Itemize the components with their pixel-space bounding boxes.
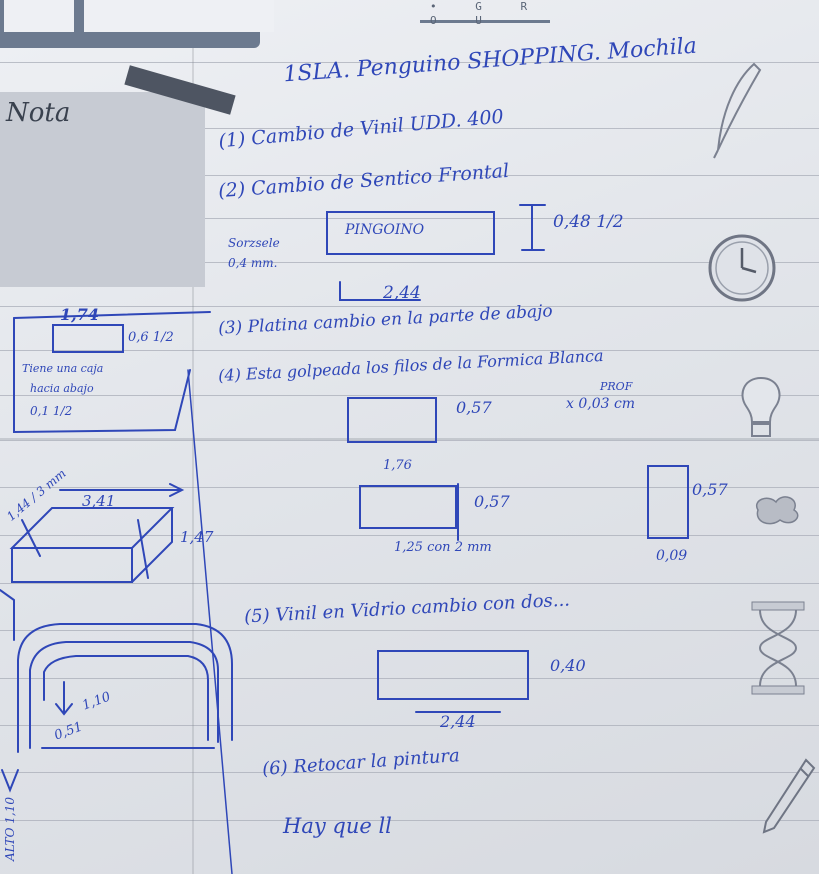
box-3d-sketch	[9, 507, 175, 549]
rule-line	[0, 535, 819, 536]
logo-box-label: PINGOINO	[345, 222, 425, 238]
arch-sketch	[17, 623, 233, 753]
formica-3-height: 0,57	[692, 480, 728, 499]
rule-line	[0, 306, 819, 307]
rule-line	[0, 262, 819, 263]
quill-icon	[713, 62, 762, 159]
lightbulb-icon	[741, 376, 781, 437]
rule-line	[0, 820, 819, 821]
vinyl-box-sketch	[377, 650, 529, 700]
logo-note-1: Sorzsele	[228, 236, 280, 250]
left-box-note-2: hacia abajo	[30, 382, 94, 395]
formica-box-2	[359, 485, 457, 529]
box-3d-right: 1,47	[180, 528, 214, 546]
paper-fold	[0, 438, 819, 440]
logo-note-2: 0,4 mm.	[228, 256, 278, 270]
nota-box	[0, 92, 205, 287]
rule-line	[0, 62, 819, 63]
formica-2-bottom: 1,25 con 2 mm	[394, 540, 492, 555]
formica-1-prof-label: PROF	[600, 380, 633, 393]
footer-text: Hay que ll	[283, 814, 392, 838]
header-window	[84, 0, 274, 32]
arch-vertical: ALTO 1,10	[3, 796, 18, 862]
rule-line	[0, 678, 819, 679]
ink-splash-icon	[755, 496, 799, 525]
item-number: )	[279, 757, 289, 779]
left-box-note-1: Tiene una caja	[22, 362, 104, 375]
rule-line	[0, 218, 819, 219]
vinyl-width: 2,44	[440, 712, 476, 731]
brand-fragment: • G R O U	[420, 0, 550, 27]
page-header-bar	[0, 0, 274, 48]
logo-height: 0,48 1/2	[553, 212, 624, 232]
item-number: )	[237, 178, 246, 201]
formica-2-height: 0,57	[474, 492, 510, 511]
formica-box-3	[647, 465, 689, 539]
left-box-side: 0,6 1/2	[128, 330, 174, 345]
hourglass-icon	[751, 601, 805, 695]
left-box-sketch	[52, 324, 124, 353]
rule-line	[0, 175, 819, 176]
left-box-top: 1,74	[60, 305, 99, 324]
vinyl-height: 0,40	[550, 656, 586, 675]
item-number: )	[235, 317, 243, 338]
left-box-note-3: 0,1 1/2	[30, 404, 73, 418]
logo-box-sketch	[326, 211, 495, 255]
formica-1-prof-value: x 0,03 cm	[566, 396, 636, 412]
formica-1-bottom: 1,76	[383, 458, 412, 473]
pencil-icon	[762, 758, 816, 834]
formica-1-size: 0,57	[456, 398, 492, 417]
rule-line	[0, 487, 819, 488]
nota-label: Nota	[6, 98, 71, 128]
paper-fold	[192, 0, 194, 874]
rule-line	[0, 350, 819, 351]
box-3d-top: 3,41	[82, 492, 116, 510]
rule-line	[0, 440, 819, 441]
item-number: )	[237, 128, 247, 151]
clock-icon	[708, 234, 776, 302]
formica-3-bottom: 0,09	[656, 548, 688, 564]
rule-line	[0, 772, 819, 773]
item-number: )	[262, 605, 271, 627]
item-number: )	[234, 364, 242, 385]
header-window	[4, 0, 78, 32]
rule-line	[0, 583, 819, 584]
logo-width: 2,44	[383, 283, 421, 303]
rule-line	[0, 395, 819, 396]
rule-line	[0, 630, 819, 631]
rule-line	[0, 725, 819, 726]
rule-line	[0, 128, 819, 129]
formica-box-1	[347, 397, 437, 443]
